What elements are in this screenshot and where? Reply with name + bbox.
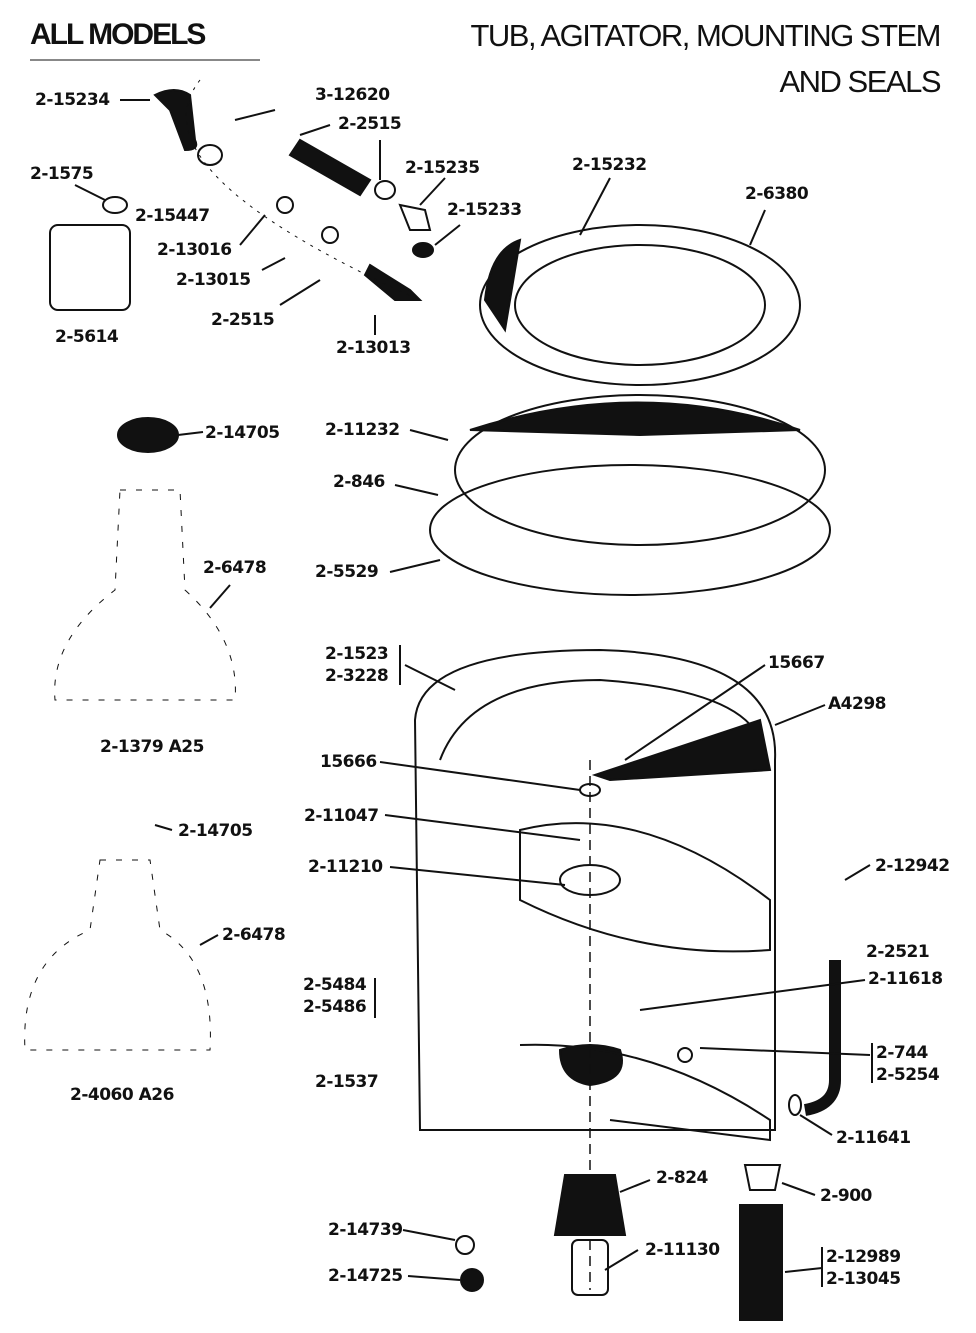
part-label: 2-2521 [866, 942, 930, 962]
part-label: 2-11210 [308, 857, 383, 877]
part-label: 2-13016 [157, 240, 232, 260]
part-label: 2-5614 [55, 327, 119, 347]
part-2-13016 [276, 196, 294, 214]
clip-2-14739 [455, 1235, 475, 1255]
part-label: 2-14705 [205, 423, 280, 443]
bearing-2-1537 [558, 1044, 623, 1087]
hose-2-12989 [739, 1204, 783, 1321]
hose-2-12942 [803, 960, 841, 1116]
part-label: 2-11618 [868, 969, 943, 989]
pump-2-5614 [49, 224, 131, 311]
part-label: 2-11130 [645, 1240, 720, 1260]
ring-2-15232 [479, 224, 801, 386]
part-label: 2-13013 [336, 338, 411, 358]
part-label: 2-12942 [875, 856, 950, 876]
seal-2-15233 [412, 242, 434, 258]
cap-2-14705 [117, 417, 179, 453]
part-label: 2-5486 [303, 997, 367, 1017]
clamp-2-1575 [102, 196, 128, 214]
agitator-2-4060 [24, 859, 211, 1051]
part-label: 2-824 [656, 1168, 708, 1188]
part-label: 2-2515 [338, 114, 402, 134]
part-label: 2-11641 [836, 1128, 911, 1148]
assembly-outline [185, 79, 421, 301]
part-label: 2-1523 [325, 644, 389, 664]
models-header: ALL MODELS [30, 18, 206, 51]
nut-2-900 [743, 1164, 782, 1191]
part-label: 2-900 [820, 1186, 872, 1206]
plug-2-14725 [460, 1268, 484, 1292]
part-label: 15666 [320, 752, 377, 772]
tub-2-1523 [413, 648, 777, 1131]
part-label: 2-15232 [572, 155, 647, 175]
agitator-2-1379 [54, 489, 236, 701]
part-label: 2-14739 [328, 1220, 403, 1240]
part-label: 2-846 [333, 472, 385, 492]
part-label: 2-5484 [303, 975, 367, 995]
hose-2-15234 [153, 89, 198, 152]
part-label: 2-1575 [30, 164, 94, 184]
tub-bottom [519, 822, 771, 953]
tub-cover-2-11232 [454, 394, 826, 546]
diagram-title-line2: AND SEALS [779, 64, 941, 99]
part-label: 2-14705 [178, 821, 253, 841]
seal-2-824 [553, 1174, 627, 1236]
part-label: 2-2515 [211, 310, 275, 330]
part-label: 2-11047 [304, 806, 379, 826]
part-label: 2-5529 [315, 562, 379, 582]
part-label: 2-12989 [826, 1247, 901, 1267]
diagram-title-line1: TUB, AGITATOR, MOUNTING STEM [470, 18, 941, 53]
part-label: 3-12620 [315, 85, 390, 105]
part-label: 2-5254 [876, 1065, 940, 1085]
part-label: 2-6478 [222, 925, 286, 945]
part-label: 2-15235 [405, 158, 480, 178]
part-label: 2-14725 [328, 1266, 403, 1286]
part-label: 2-744 [876, 1043, 928, 1063]
part-label: 2-15234 [35, 90, 110, 110]
leader-lines [74, 99, 873, 1287]
part-label: 2-13045 [826, 1269, 901, 1289]
part-label: 2-13015 [176, 270, 251, 290]
part-label: 2-3228 [325, 666, 389, 686]
screw-2-744 [677, 1047, 693, 1063]
clamp-2-2515b [374, 180, 396, 200]
part-label: 2-1537 [315, 1072, 379, 1092]
clamp-2-11641 [788, 1094, 802, 1116]
clamp-2-2515 [197, 144, 223, 166]
tub-inner-rim [439, 678, 761, 761]
part-label: 2-6478 [203, 558, 267, 578]
elbow-2-15235 [398, 203, 432, 231]
part-label: 15667 [768, 653, 825, 673]
ring-shadow [483, 238, 522, 333]
part-label: 2-6380 [745, 184, 809, 204]
part-label: 2-4060 A26 [70, 1085, 174, 1105]
part-label: 2-11232 [325, 420, 400, 440]
part-label: 2-15447 [135, 206, 210, 226]
clamp-ring-2-846 [429, 464, 831, 596]
part-label: 2-1379 A25 [100, 737, 204, 757]
part-label: 2-15233 [447, 200, 522, 220]
part-2-13015 [321, 226, 339, 244]
hose-upper [288, 138, 372, 197]
cover-shadow [469, 401, 801, 437]
mounting-stem-base [519, 1043, 771, 1142]
tub-shadow-A4298 [591, 718, 772, 782]
hose-2-13013 [363, 263, 423, 301]
ring-inner [514, 244, 766, 366]
part-label: A4298 [828, 694, 886, 714]
